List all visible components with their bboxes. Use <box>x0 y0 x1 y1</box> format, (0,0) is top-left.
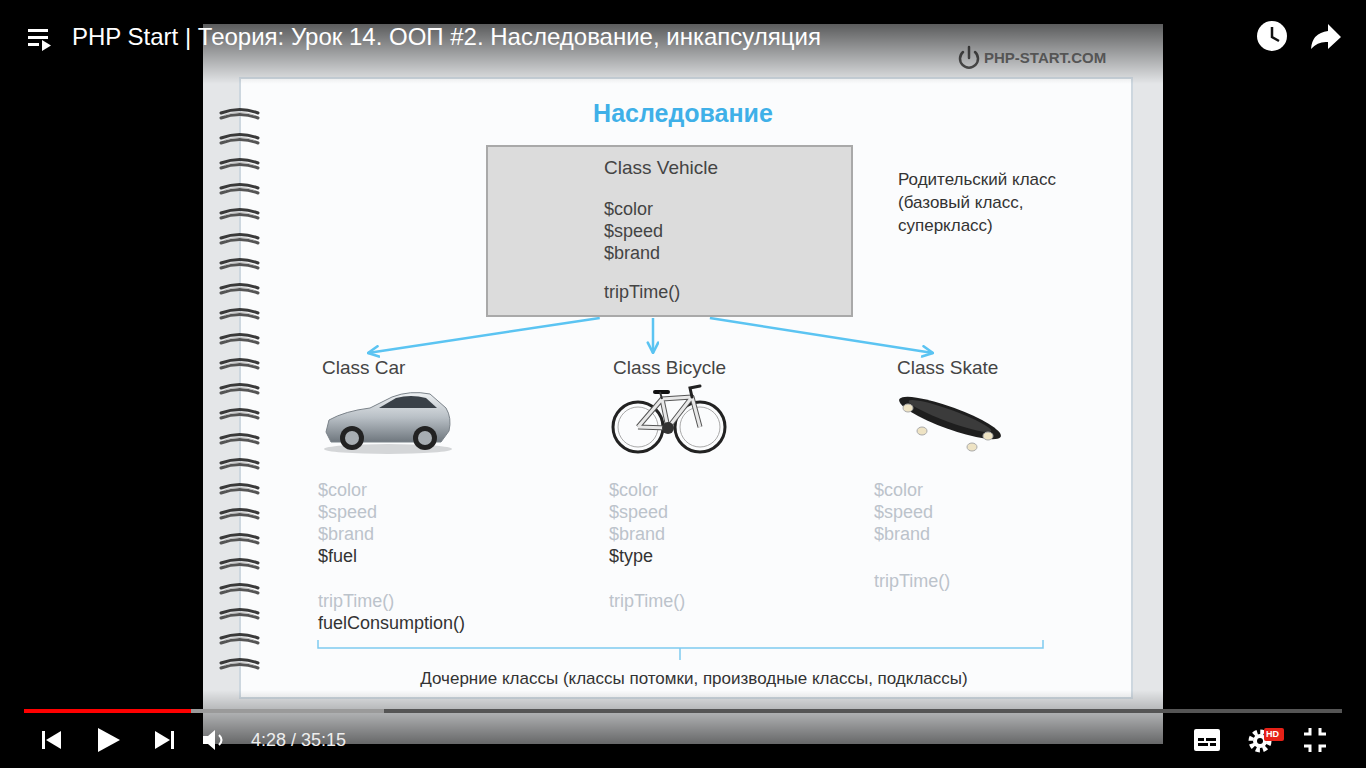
label-holder: HD <box>1266 728 1279 741</box>
playlist-icon <box>28 29 51 51</box>
parent-class-note: Родительский класс (базовый класс, супер… <box>898 168 1088 237</box>
inherited-property-list: $color $speed $brand <box>874 479 933 545</box>
player-controls <box>42 728 1326 752</box>
child-class: Class Skate $color $speed $brand tripTime(… <box>874 357 998 592</box>
notebook-page <box>240 78 1132 698</box>
class-name: Class Bicycle <box>613 357 726 379</box>
inheritance-arrow <box>652 318 655 353</box>
own-property: $fuel <box>318 545 465 567</box>
skateboard-picture <box>895 389 1004 451</box>
child-class: Class Car $color $speed $brand$fuel tripTi… <box>318 357 465 634</box>
property-list: $color $speed $brand <box>604 198 663 264</box>
child-classes-note: Дочерние классы (классы потомки, произво… <box>420 668 967 690</box>
inherited-property-list: $color $speed $brand <box>609 479 668 545</box>
watermark: PHP-START.COM <box>984 48 1106 68</box>
bicycle-picture <box>613 386 725 452</box>
bottom-shade <box>203 690 1163 744</box>
inheritance-arrow <box>710 318 933 353</box>
children-brace <box>318 640 1043 660</box>
progress-bar <box>24 709 1342 713</box>
share-icon <box>1311 24 1341 49</box>
hd-badge: HD <box>1266 728 1279 741</box>
slide-title: Наследование <box>593 99 773 127</box>
video-title: PHP Start | Теория: Урок 14. ООП #2. Нас… <box>72 21 821 52</box>
inherited-property-list: $color $speed $brand <box>318 479 377 545</box>
label-holder: PHP Start | Теория: Урок 14. ООП #2. Нас… <box>72 21 821 52</box>
own-property: $type <box>609 545 726 567</box>
class-name: Class Skate <box>897 357 998 379</box>
label-holder: PHP-START.COM <box>984 48 1106 68</box>
title-holder: Наследование <box>593 99 773 127</box>
notebook-spiral <box>221 110 258 669</box>
child-class: Class Bicycle $color $speed $brand$type tr… <box>609 357 726 612</box>
inherited-method: tripTime() <box>318 590 465 612</box>
inherited-method: tripTime() <box>609 590 726 612</box>
method-name: tripTime() <box>604 281 835 303</box>
label-holder: Родительский класс (базовый класс, супер… <box>898 168 1088 237</box>
inherited-method: tripTime() <box>874 570 998 592</box>
slide-background <box>203 24 1163 744</box>
own-method: fuelConsumption() <box>318 612 465 634</box>
label-holder: Дочерние классы (классы потомки, произво… <box>420 668 967 690</box>
parent-class-box: Class Vehicle $color $speed $brand tripTim… <box>486 145 853 317</box>
time-display: 4:28 / 35:15 <box>251 729 346 752</box>
inheritance-arrow <box>368 318 600 353</box>
watch-later-icon <box>1257 21 1287 51</box>
label-holder: 4:28 / 35:15 <box>251 729 346 752</box>
car-picture <box>324 393 452 454</box>
class-name: Class Car <box>322 357 465 379</box>
class-name: Class Vehicle <box>604 157 835 179</box>
